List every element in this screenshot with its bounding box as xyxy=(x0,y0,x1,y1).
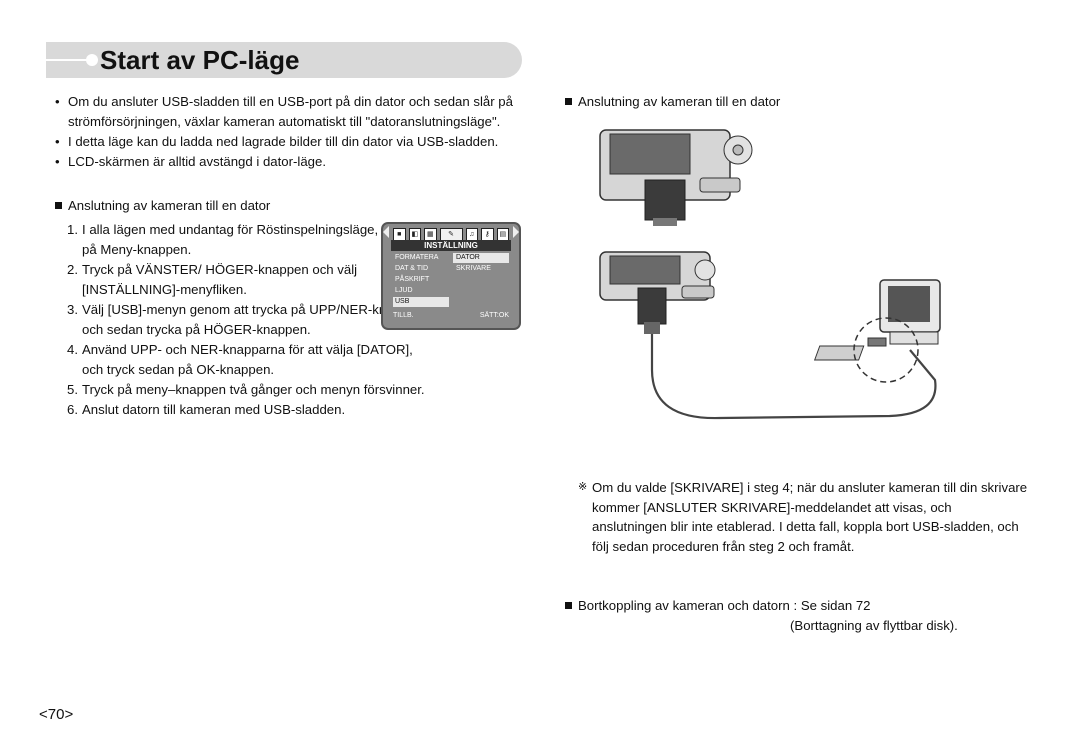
lcd-menu: FORMATERA DAT & TID PÅSKRIFT LJUD USB xyxy=(393,253,449,308)
square-bullet-icon xyxy=(565,98,572,105)
intro-bullet: I detta läge kan du ladda ned lagrade bi… xyxy=(55,132,515,152)
printer-note: ※ Om du valde [SKRIVARE] i steg 4; när d… xyxy=(578,478,1028,556)
disconnect-text: Bortkoppling av kameran och datorn : Se … xyxy=(578,598,871,613)
title-dot-decoration xyxy=(86,54,98,66)
lcd-menu-item: PÅSKRIFT xyxy=(395,276,430,283)
image-size-icon: ◧ xyxy=(408,228,421,241)
lcd-menu-item: LJUD xyxy=(395,287,413,294)
camera-bottom-illustration xyxy=(599,251,716,334)
step-item: 2. Tryck på VÄNSTER/ HÖGER-knappen och vä… xyxy=(67,260,427,300)
lcd-submenu-item: SKRIVARE xyxy=(456,265,491,272)
step-item: 6. Anslut datorn till kameran med USB-sla… xyxy=(67,400,502,420)
camera-top-illustration xyxy=(599,129,753,226)
square-bullet-icon xyxy=(565,602,572,609)
usb-cable xyxy=(650,334,937,420)
lcd-menu-item: FORMATERA xyxy=(395,254,439,261)
step-item: 5. Tryck på meny–knappen två gånger och m… xyxy=(67,380,502,400)
step-number: 1. xyxy=(67,222,78,237)
lcd-submenu: DATOR SKRIVARE xyxy=(453,253,509,275)
step-text: Tryck på meny–knappen två gånger och men… xyxy=(82,382,425,397)
left-arrow-icon xyxy=(383,226,389,238)
step-text: I alla lägen med undantag för Röstinspel… xyxy=(82,222,410,257)
step-item: 3. Välj [USB]-menyn genom att trycka på U… xyxy=(67,300,427,340)
lcd-footer-left: TILLB. xyxy=(393,312,414,319)
step-number: 6. xyxy=(67,402,78,417)
step-text: Använd UPP- och NER-knapparna för att vä… xyxy=(82,342,413,377)
intro-bullets: Om du ansluter USB-sladden till en USB-p… xyxy=(55,92,515,172)
lcd-menu-item: DAT & TID xyxy=(395,265,429,272)
step-text: Tryck på VÄNSTER/ HÖGER-knappen och välj… xyxy=(82,262,358,297)
lcd-header: INSTÄLLNING xyxy=(391,240,511,251)
note-text: Om du valde [SKRIVARE] i steg 4; när du … xyxy=(592,480,1028,554)
right-arrow-icon xyxy=(513,226,519,238)
usb-port-highlight xyxy=(853,317,919,383)
section-heading-left: Anslutning av kameran till en dator xyxy=(55,196,270,216)
note-symbol: ※ xyxy=(578,481,588,493)
lcd-submenu-item-selected: DATOR xyxy=(453,253,509,263)
section-heading-text: Anslutning av kameran till en dator xyxy=(68,198,271,213)
page-title: Start av PC-läge xyxy=(100,45,300,75)
title-line-decoration xyxy=(46,59,90,61)
section-heading-text: Anslutning av kameran till en dator xyxy=(578,94,781,109)
step-item: 4. Använd UPP- och NER-knapparna för att … xyxy=(67,340,427,380)
steps-list: 1. I alla lägen med undantag för Röstinsp… xyxy=(67,220,427,420)
step-number: 5. xyxy=(67,382,78,397)
title-bar: Start av PC-läge xyxy=(46,42,522,78)
computer-illustration xyxy=(813,279,941,383)
step-number: 2. xyxy=(67,262,78,277)
disconnect-heading: Bortkoppling av kameran och datorn : Se … xyxy=(565,596,871,616)
intro-bullet: Om du ansluter USB-sladden till en USB-p… xyxy=(55,92,515,132)
square-bullet-icon xyxy=(55,202,62,209)
lcd-footer-right: SÄTT:OK xyxy=(479,312,509,319)
page-number: <70> xyxy=(39,706,74,723)
disconnect-subtext: (Borttagning av flyttbar disk). xyxy=(790,618,958,633)
step-text: Välj [USB]-menyn genom att trycka på UPP… xyxy=(82,302,423,337)
intro-bullet: LCD-skärmen är alltid avstängd i dator-l… xyxy=(55,152,515,172)
step-item: 1. I alla lägen med undantag för Röstinsp… xyxy=(67,220,427,260)
camera-computer-connection-illustration xyxy=(599,129,941,420)
section-heading-right: Anslutning av kameran till en dator xyxy=(565,92,780,112)
step-number: 4. xyxy=(67,342,78,357)
camera-lcd-menu-illustration: ■ ◧ ▦ ✎ ♫ ⚷ ▤ INSTÄLLNING FORMATERA DAT … xyxy=(381,222,521,330)
step-text: Anslut datorn till kameran med USB-sladd… xyxy=(82,402,346,417)
lcd-footer: TILLB. SÄTT:OK xyxy=(391,310,511,322)
step-number: 3. xyxy=(67,302,78,317)
lcd-menu-item-selected: USB xyxy=(393,297,449,307)
